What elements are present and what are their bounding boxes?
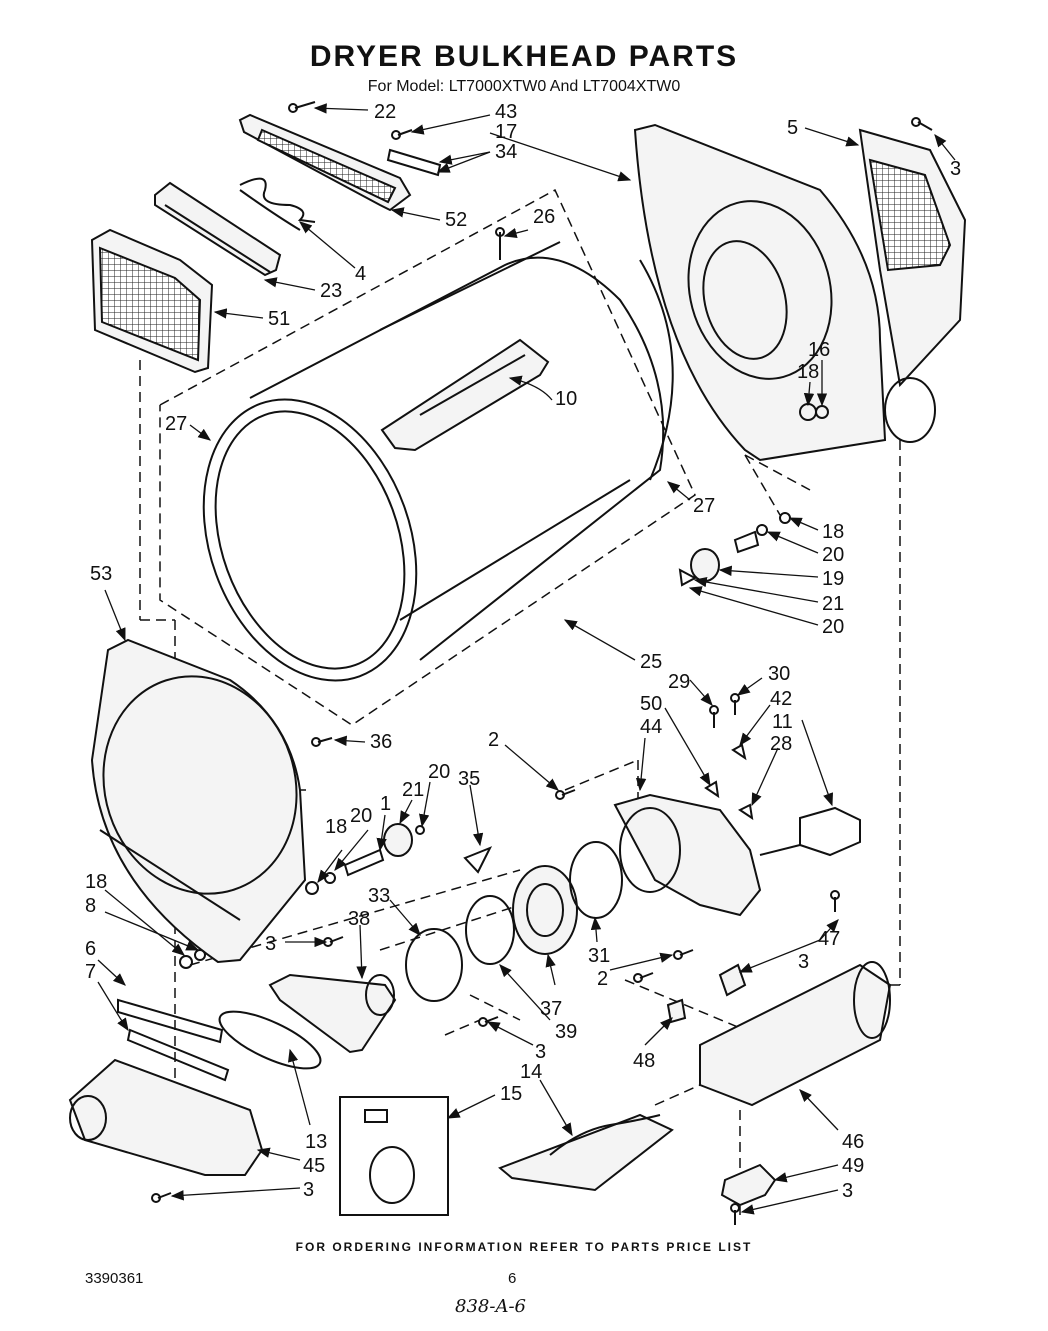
callout-7: 7: [85, 961, 96, 983]
front-felt-seal: [117, 998, 230, 1082]
callout-36: 36: [370, 731, 392, 753]
drive-belt: [218, 1010, 322, 1070]
front-bearing-parts: [305, 823, 425, 895]
duct-bracket: [720, 1163, 777, 1207]
callout-33: 33: [368, 885, 390, 907]
callout-29: 29: [668, 671, 690, 693]
lint-duct: [68, 1058, 264, 1176]
callout-51: 51: [268, 308, 290, 330]
callout-30: 30: [768, 663, 790, 685]
callout-2: 2: [488, 729, 499, 751]
callout-11: 11: [772, 711, 793, 733]
callout-21-b: 21: [402, 779, 424, 801]
callout-19: 19: [822, 568, 844, 590]
rear-bearing-parts: [678, 512, 791, 587]
callout-35: 35: [458, 768, 480, 790]
callout-5: 5: [787, 117, 798, 139]
heater-element: [498, 1113, 674, 1192]
callout-20: 20: [822, 544, 844, 566]
callout-52: 52: [445, 209, 467, 231]
callout-18-c: 18: [325, 816, 347, 838]
callout-50: 50: [640, 693, 662, 715]
callout-18: 18: [797, 361, 819, 383]
blower-scroll: [613, 793, 762, 917]
callout-26: 26: [533, 206, 555, 228]
clip-48: [666, 998, 687, 1024]
callout-3-e: 3: [303, 1179, 314, 1201]
thermal-fuse-kit: [339, 1096, 449, 1216]
page-title: DRYER BULKHEAD PARTS: [309, 40, 739, 73]
callout-2-b: 2: [597, 968, 608, 990]
model-subtitle: For Model: LT7000XTW0 And LT7004XTW0: [367, 78, 681, 95]
lint-duct-bar: [154, 181, 282, 277]
ordering-note: FOR ORDERING INFORMATION REFER TO PARTS …: [295, 1240, 753, 1254]
callout-8: 8: [85, 895, 96, 917]
callout-3-c: 3: [798, 951, 809, 973]
clip: [718, 963, 747, 997]
callout-labels: 22 43 17 34 5 3 52 26 4 23 51 16 18 10 2…: [85, 101, 961, 1202]
page-number: 6: [508, 1270, 517, 1287]
document-number: 3390361: [85, 1270, 144, 1287]
blower-seal: [569, 841, 623, 919]
callout-25: 25: [640, 651, 662, 673]
callout-16: 16: [808, 339, 830, 361]
callout-43: 43: [495, 101, 517, 123]
duct-clamp: [759, 806, 861, 857]
callout-49: 49: [842, 1155, 864, 1177]
callout-21: 21: [822, 593, 844, 615]
lint-screen: [90, 228, 214, 374]
wire-harness: [239, 177, 316, 231]
handwritten-code: 838-A-6: [455, 1296, 526, 1317]
callout-20-b: 20: [822, 616, 844, 638]
seal-ring: [405, 928, 463, 1002]
callout-47: 47: [818, 928, 840, 950]
blower-wheel: [512, 865, 578, 955]
callout-27: 27: [165, 413, 187, 435]
callout-48: 48: [633, 1050, 655, 1072]
callout-13: 13: [305, 1131, 327, 1153]
callout-27-b: 27: [693, 495, 715, 517]
callout-20-d: 20: [350, 805, 372, 827]
callout-1: 1: [380, 793, 391, 815]
drum-baffle: [380, 338, 550, 452]
callout-45: 45: [303, 1155, 325, 1177]
lint-screen-housing: [238, 113, 412, 212]
callout-34: 34: [495, 141, 517, 163]
callout-17: 17: [495, 121, 517, 143]
filter-clip: [386, 148, 442, 177]
front-bulkhead: [90, 638, 307, 964]
drum: [202, 241, 674, 682]
rear-duct-screen: [858, 128, 967, 443]
callout-leaders: [97, 103, 956, 1215]
blower-gasket: [465, 895, 515, 965]
callout-44: 44: [640, 716, 662, 738]
exhaust-duct: [699, 961, 892, 1107]
callout-3-b: 3: [265, 933, 276, 955]
callout-14: 14: [520, 1061, 542, 1083]
screws: [151, 101, 933, 1225]
callout-31: 31: [588, 945, 610, 967]
callout-20-c: 20: [428, 761, 450, 783]
callout-3-d: 3: [535, 1041, 546, 1063]
callout-23: 23: [320, 280, 342, 302]
callout-28: 28: [770, 733, 792, 755]
blower-housing: [268, 973, 397, 1054]
callout-10: 10: [555, 388, 577, 410]
callout-37: 37: [540, 998, 562, 1020]
callout-22: 22: [374, 101, 396, 123]
callout-15: 15: [500, 1083, 522, 1105]
rear-bulkhead: [633, 123, 887, 462]
callout-18-b: 18: [822, 521, 844, 543]
callout-3-f: 3: [842, 1180, 853, 1202]
callout-4: 4: [355, 263, 366, 285]
callout-46: 46: [842, 1131, 864, 1153]
callout-53: 53: [90, 563, 112, 585]
callout-18-d: 18: [85, 871, 107, 893]
callout-3: 3: [950, 158, 961, 180]
callout-42: 42: [770, 688, 792, 710]
callout-6: 6: [85, 938, 96, 960]
callout-38: 38: [348, 908, 370, 930]
callout-39: 39: [555, 1021, 577, 1043]
